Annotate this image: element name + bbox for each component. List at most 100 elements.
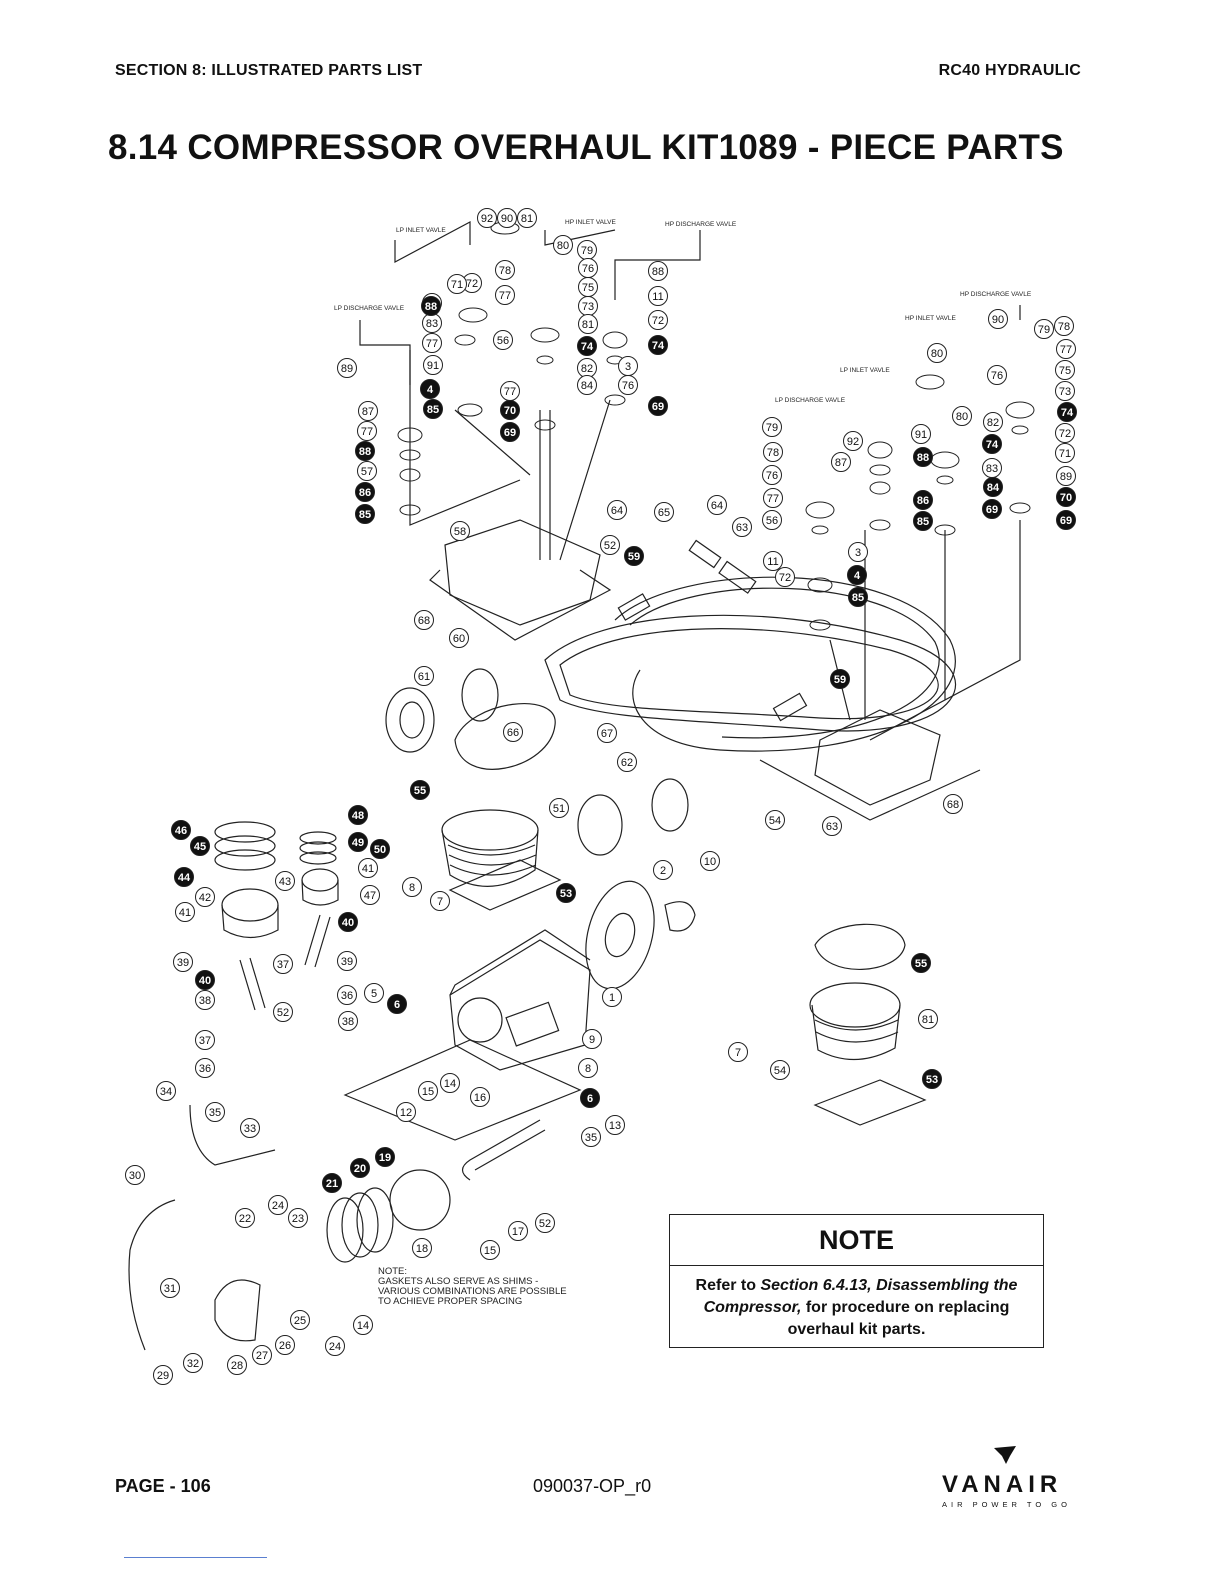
callout-circle [913,490,933,510]
callout-circle [252,1345,272,1365]
callout-circle [600,535,620,555]
callout-71: 15 [418,1081,438,1101]
callout-circle [402,877,422,897]
valve-label-hp-inlet: HP INLET VALVE [565,219,616,226]
callout-circle [648,310,668,330]
callout-circle [582,1029,602,1049]
callout-number: 53 [560,888,572,900]
callout-number: 7 [735,1047,741,1059]
callout-number: 8 [585,1063,591,1075]
page-title: 8.14 COMPRESSOR OVERHAUL KIT1089 - PIECE… [108,128,1064,167]
piston-47-body [301,879,339,906]
callout-number: 79 [1038,324,1050,336]
page-number: PAGE - 106 [115,1476,211,1496]
callout-circle [190,836,210,856]
callout-5: 78 [495,260,515,280]
callout-number: 51 [553,803,565,815]
callout-number: 77 [499,290,511,302]
right-cylinder-top [809,982,901,1028]
callout-circle [577,375,597,395]
callout-circle [983,477,1003,497]
callout-number: 87 [835,457,847,469]
callout-circle [648,286,668,306]
callout-circle [831,452,851,472]
flywheel [585,880,655,990]
callout-number: 28 [231,1360,243,1372]
hose-66-inner [559,628,939,720]
callout-66: 9 [582,1029,602,1049]
callout-59: 52 [273,1002,293,1022]
callout-number: 75 [582,282,594,294]
callout-circle [290,1310,310,1330]
callout-number: 73 [1059,386,1071,398]
callout-filled-18: 45 [190,836,210,856]
callout-80: 32 [183,1353,203,1373]
callout-circle [763,488,783,508]
callout-number: 89 [341,363,353,375]
callout-circle [943,794,963,814]
callout-circle [414,666,434,686]
gasket-55-upper [454,703,556,770]
callout-26: 89 [337,358,357,378]
base-plane [343,1039,582,1141]
callout-24: 56 [493,330,513,350]
conrod-left [239,957,266,1011]
callout-filled-40: 85 [848,587,868,607]
callout-circle [227,1355,247,1375]
callout-circle [848,587,868,607]
callout-number: 64 [711,500,723,512]
callout-88: 23 [288,1208,308,1228]
valve-label-lp-inlet-right: LP INLET VAVLE [840,367,890,374]
callout-circle [556,883,576,903]
note-heading: NOTE [670,1215,1043,1266]
product-header: RC40 HYDRAULIC [938,62,1081,79]
callout-circle [581,1127,601,1147]
callout-number: 88 [917,452,929,464]
callout-circle [605,1115,625,1135]
callout-20: 72 [648,310,668,330]
callout-number: 27 [256,1350,268,1362]
right-cylinder-fins [814,1019,899,1043]
callout-filled-2: 4 [420,379,440,399]
callout-circle [174,867,194,887]
callout-number: 40 [199,975,211,987]
callout-number: 74 [581,341,594,353]
fitting-lower [772,692,808,722]
callout-99: 79 [1034,319,1054,339]
callout-33: 63 [732,517,752,537]
callout-filled-29: 53 [922,1069,942,1089]
right-head-outline [814,709,941,806]
callout-number: 76 [991,370,1003,382]
callout-circle [375,1147,395,1167]
callout-circle [412,1238,432,1258]
callout-circle [337,985,357,1005]
callout-17: 77 [500,381,520,401]
callout-filled-11: 59 [624,546,644,566]
callout-8: 75 [578,277,598,297]
callout-circle [175,902,195,922]
callout-filled-20: 40 [338,912,358,932]
callout-filled-25: 19 [375,1147,395,1167]
callout-circle [765,810,785,830]
callout-100: 78 [1054,316,1074,336]
section-header: SECTION 8: ILLUSTRATED PARTS LIST [115,62,423,79]
callout-number: 74 [986,439,999,451]
callout-number: 77 [426,338,438,350]
callout-circle [927,343,947,363]
callout-number: 68 [947,799,959,811]
callout-number: 72 [652,315,664,327]
callout-96: 81 [918,1009,938,1029]
callout-number: 14 [444,1078,456,1090]
callout-circle [195,970,215,990]
callout-circle [648,261,668,281]
callout-57: 36 [195,1058,215,1078]
callout-106: 71 [1055,443,1075,463]
callout-0: 92 [477,208,497,228]
callout-number: 8 [409,882,415,894]
callout-circle [410,780,430,800]
filter-60 [385,687,435,753]
callout-37: 60 [449,628,469,648]
callout-filled-8: 88 [355,441,375,461]
note-body: Refer to Section 6.4.13, Disassembling t… [670,1266,1043,1341]
